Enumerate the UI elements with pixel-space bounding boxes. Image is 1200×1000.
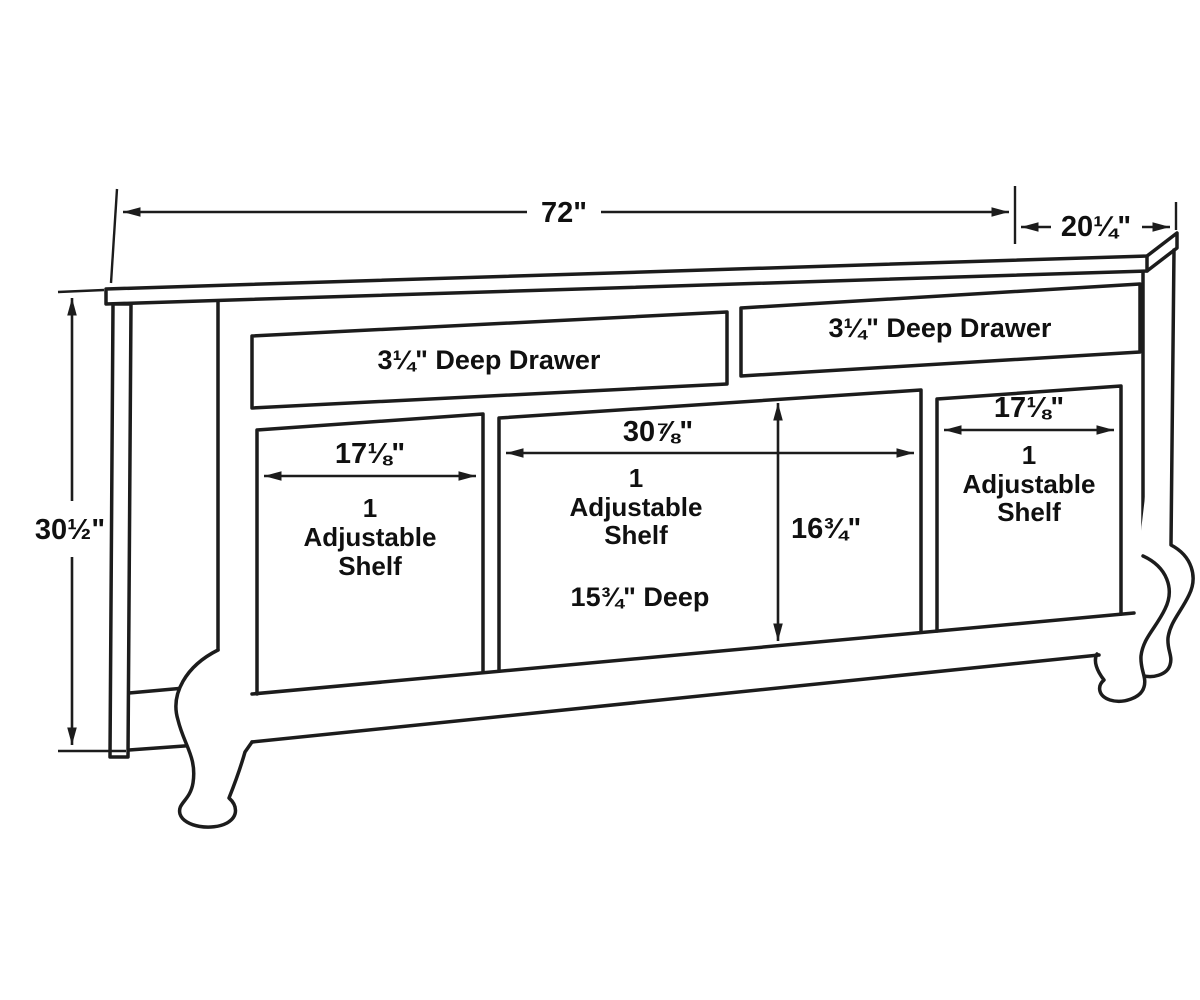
top-depth-label: 20¼" — [1061, 211, 1131, 243]
cabinet-drawing — [104, 231, 1195, 829]
right-drawer-front — [739, 282, 1142, 378]
cabinet-top-slab — [104, 231, 1179, 306]
center-compartment-qty: 1 — [629, 463, 643, 493]
feature-labels: 3¼" Deep Drawer 3¼" Deep Drawer 1 Adjust… — [304, 313, 1096, 612]
right-compartment-opening — [935, 384, 1123, 633]
center-compartment-feature-2: Shelf — [604, 520, 668, 550]
back-left-leg — [108, 302, 133, 759]
overall-width-label: 72" — [541, 197, 587, 229]
left-drawer-label: 3¼" Deep Drawer — [378, 345, 601, 375]
left-compartment-opening — [255, 412, 485, 696]
center-compartment-feature-1: Adjustable — [570, 492, 703, 522]
center-compartment-width-label: 30⅞" — [623, 416, 693, 448]
left-compartment-feature-1: Adjustable — [304, 522, 437, 552]
dimension-annotations: 72" 20¼" 30½" 17⅛" 30⅞" 17⅛" 16¾" — [35, 186, 1178, 753]
right-drawer-label: 3¼" Deep Drawer — [829, 313, 1052, 343]
interior-height-label: 16¾" — [791, 513, 861, 545]
center-compartment-opening — [497, 388, 923, 673]
left-drawer-front — [250, 310, 729, 410]
right-compartment-width-label: 17⅛" — [994, 392, 1064, 424]
bottom-rail-bottom-edge — [250, 653, 1101, 744]
center-compartment-depth-label: 15¾" Deep — [571, 582, 710, 612]
left-compartment-width-label: 17⅛" — [335, 438, 405, 470]
width-extension-left — [109, 188, 119, 284]
overall-height-label: 30½" — [35, 514, 105, 546]
height-extension-top — [57, 288, 105, 294]
right-compartment-feature-2: Shelf — [997, 497, 1061, 527]
right-compartment-feature-1: Adjustable — [963, 469, 1096, 499]
left-compartment-feature-2: Shelf — [338, 551, 402, 581]
right-compartment-qty: 1 — [1022, 440, 1036, 470]
left-compartment-qty: 1 — [363, 493, 377, 523]
front-right-leg — [1093, 554, 1171, 703]
front-left-leg — [174, 648, 254, 829]
bottom-rail-top-edge — [250, 611, 1136, 696]
